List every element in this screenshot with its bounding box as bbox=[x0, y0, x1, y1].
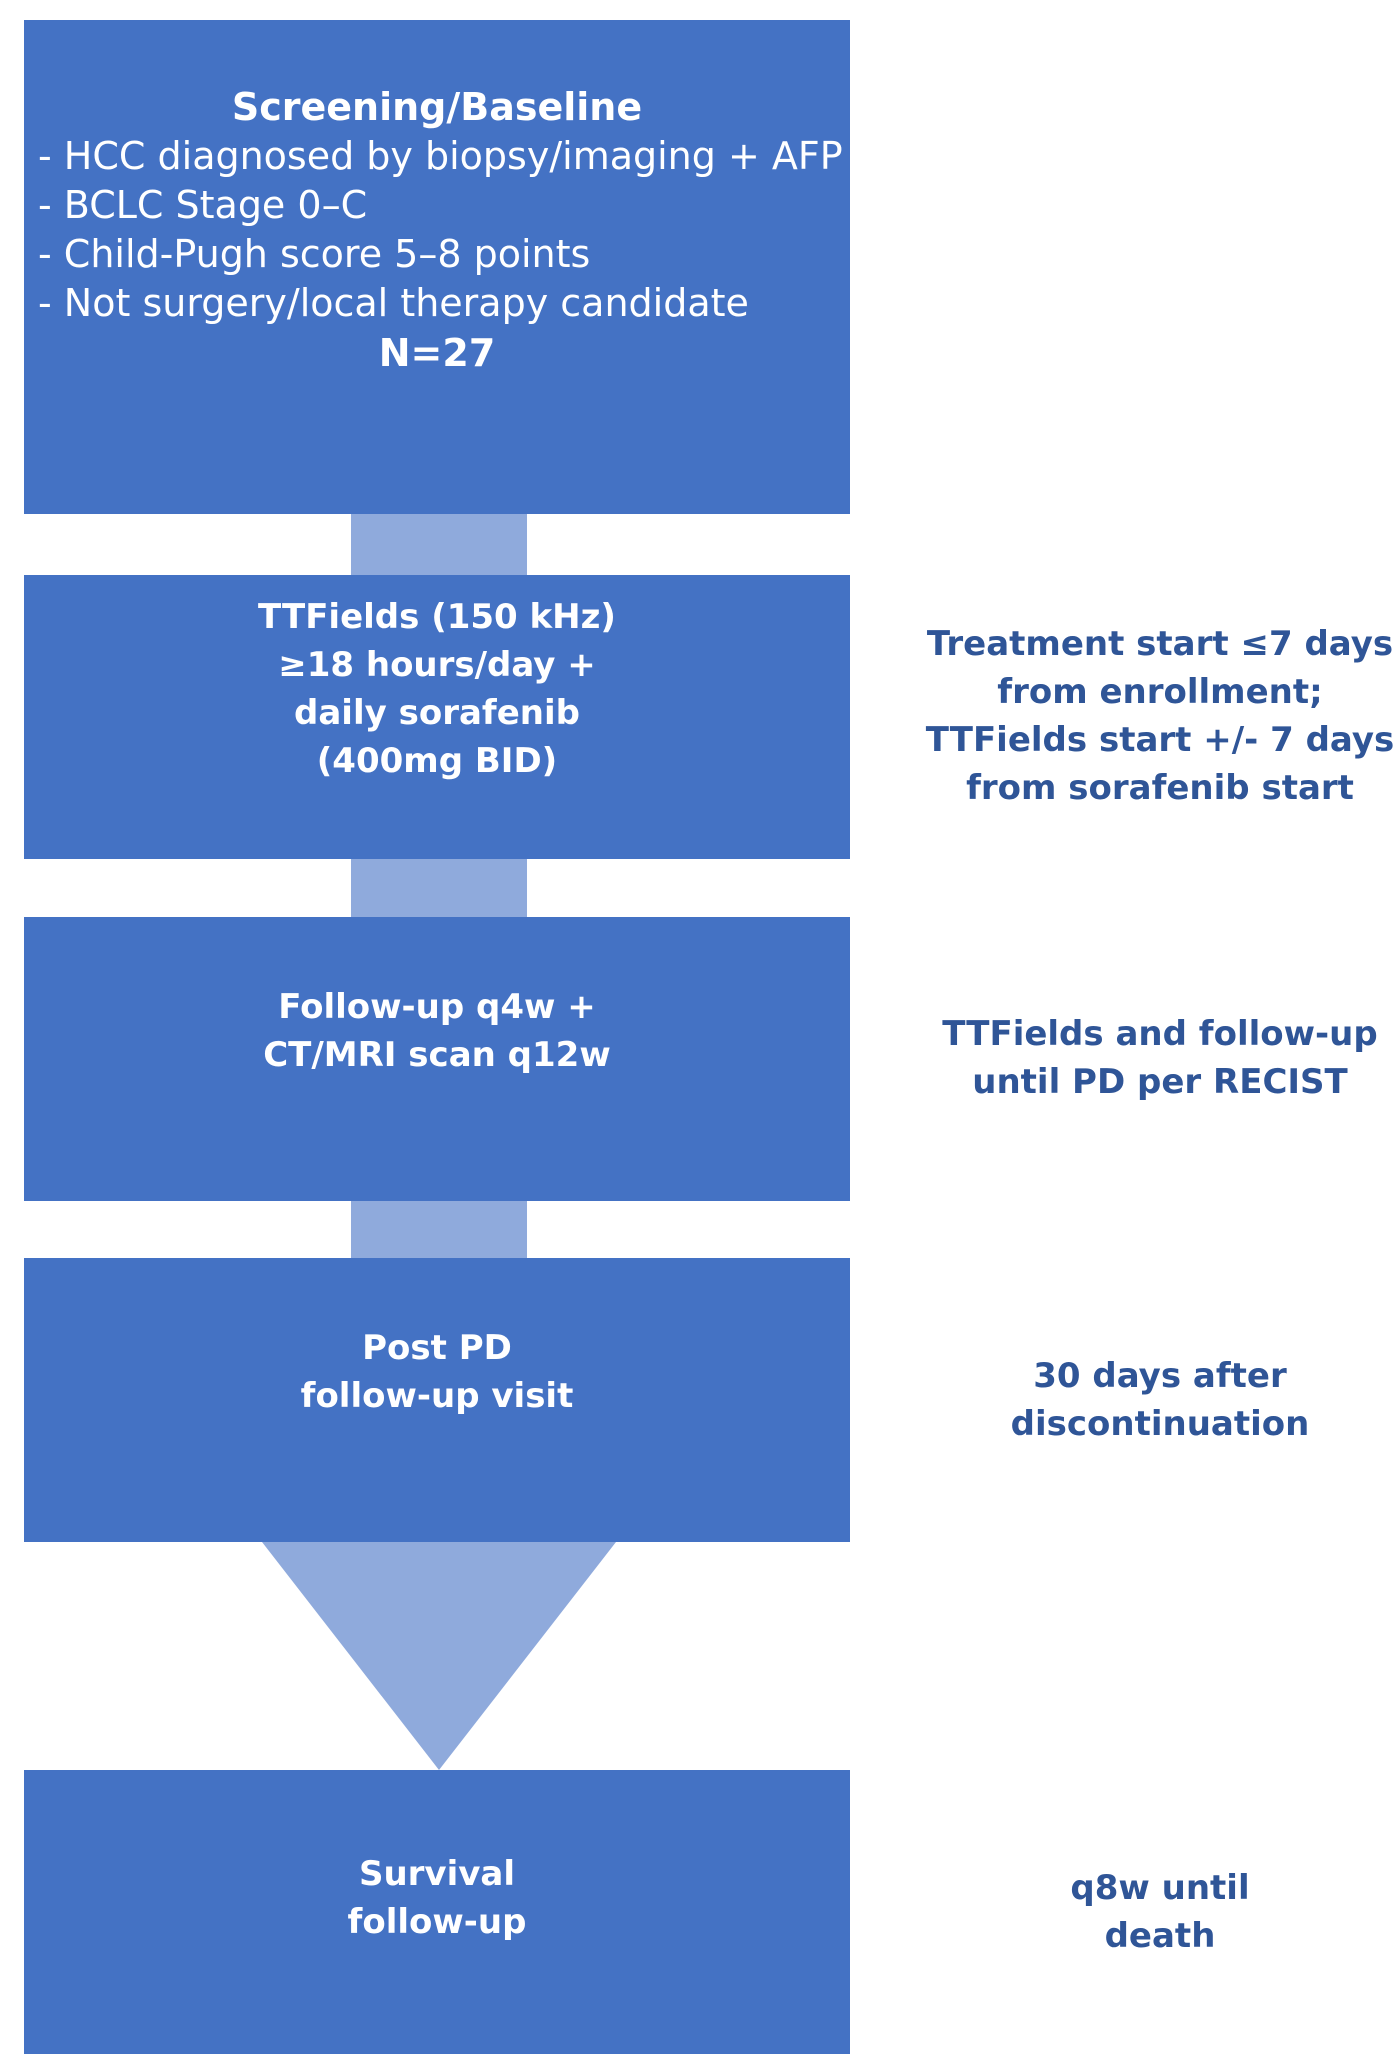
post-pd-line: follow-up visit bbox=[300, 1376, 574, 1416]
note-line: from enrollment; bbox=[997, 672, 1323, 712]
screening-baseline-box: Screening/Baseline - HCC diagnosed by bi… bbox=[24, 20, 850, 514]
treatment-line: ≥18 hours/day + bbox=[278, 645, 596, 685]
treatment-line: daily sorafenib bbox=[294, 693, 580, 733]
note-line: 30 days after bbox=[1033, 1356, 1287, 1396]
treatment-box: TTFields (150 kHz) ≥18 hours/day + daily… bbox=[24, 575, 850, 859]
note-line: death bbox=[1104, 1916, 1216, 1956]
flow-connector bbox=[351, 514, 527, 575]
screening-criterion: - Not surgery/local therapy candidate bbox=[38, 281, 749, 325]
note-line: q8w until bbox=[1070, 1868, 1250, 1908]
flow-connector bbox=[351, 1201, 527, 1258]
post-pd-timing-note: 30 days after discontinuation bbox=[930, 1352, 1390, 1448]
treatment-line: (400mg BID) bbox=[316, 741, 558, 781]
screening-criterion: - HCC diagnosed by biopsy/imaging + AFP bbox=[38, 134, 843, 178]
treatment-line: TTFields (150 kHz) bbox=[258, 597, 616, 637]
note-line: discontinuation bbox=[1010, 1404, 1310, 1444]
enrollment-count: N=27 bbox=[378, 331, 496, 375]
note-line: TTFields start +/- 7 days bbox=[925, 720, 1395, 760]
followup-timing-note: TTFields and follow-up until PD per RECI… bbox=[930, 1010, 1390, 1106]
followup-line: Follow-up q4w + bbox=[278, 987, 596, 1027]
survival-line: follow-up bbox=[347, 1902, 527, 1942]
screening-criterion: - Child-Pugh score 5–8 points bbox=[38, 232, 591, 276]
survival-line: Survival bbox=[358, 1854, 516, 1894]
note-line: TTFields and follow-up bbox=[942, 1014, 1378, 1054]
note-line: Treatment start ≤7 days bbox=[926, 624, 1394, 664]
screening-criterion: - BCLC Stage 0–C bbox=[38, 183, 368, 227]
screening-criteria-list: - HCC diagnosed by biopsy/imaging + AFP … bbox=[24, 132, 843, 328]
down-arrow-icon bbox=[262, 1542, 616, 1770]
followup-box: Follow-up q4w + CT/MRI scan q12w bbox=[24, 917, 850, 1201]
note-line: until PD per RECIST bbox=[972, 1062, 1348, 1102]
survival-timing-note: q8w until death bbox=[930, 1864, 1390, 1960]
treatment-timing-note: Treatment start ≤7 days from enrollment;… bbox=[926, 620, 1394, 812]
post-pd-line: Post PD bbox=[362, 1328, 512, 1368]
survival-box: Survival follow-up bbox=[24, 1770, 850, 2054]
screening-heading: Screening/Baseline bbox=[231, 85, 643, 129]
flow-connector bbox=[351, 859, 527, 917]
followup-line: CT/MRI scan q12w bbox=[263, 1035, 611, 1075]
note-line: from sorafenib start bbox=[966, 768, 1354, 808]
post-pd-box: Post PD follow-up visit bbox=[24, 1258, 850, 1542]
